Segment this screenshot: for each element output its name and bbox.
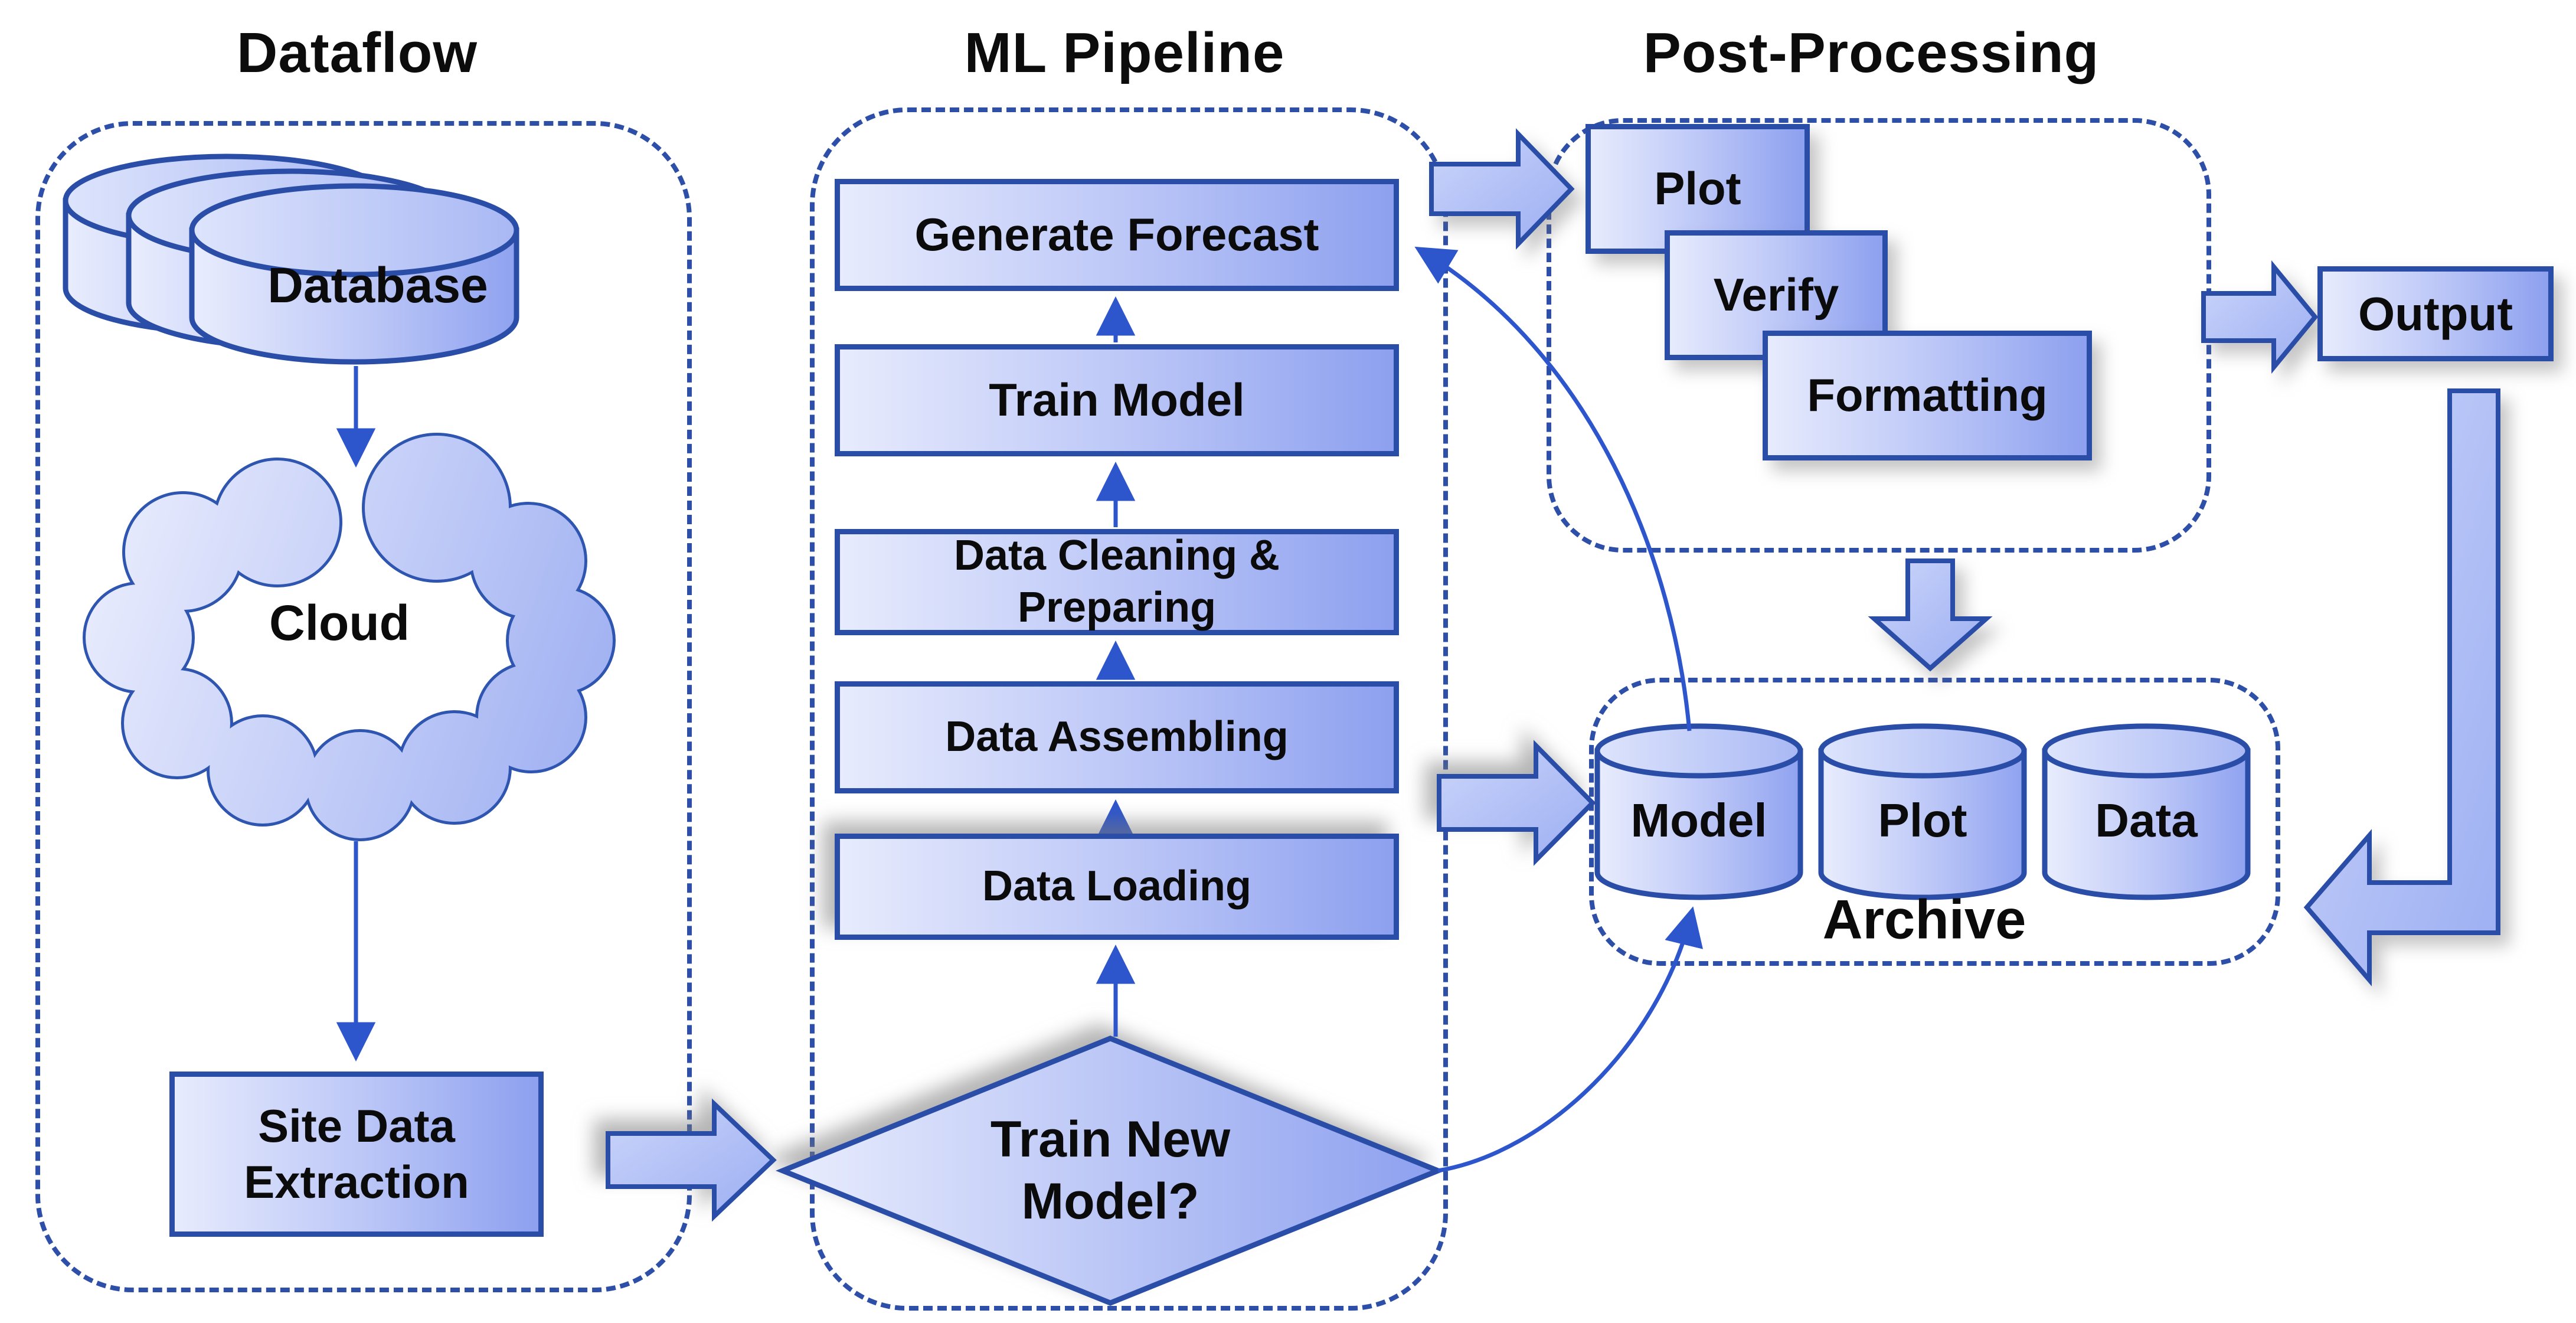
- output-box: Output: [2317, 266, 2554, 361]
- ml-pipeline-title: ML Pipeline: [964, 21, 1285, 84]
- dataflow-boundary: [35, 121, 692, 1292]
- block-arrow-formatting-to-output: [2201, 260, 2319, 374]
- block-arrow-output-to-archive-elbow: [2303, 388, 2500, 986]
- block-arrow-post-to-archive: [1868, 558, 1993, 672]
- archive-plot-cylinder-icon: [1818, 723, 2027, 900]
- data-loading-box: Data Loading: [835, 834, 1399, 940]
- block-arrow-site-to-ml-pipeline: [606, 1098, 777, 1222]
- archive-plot-label: Plot: [1878, 794, 1967, 847]
- archive-boundary: [1589, 678, 2280, 966]
- archive-model-cylinder-icon: [1594, 723, 1803, 900]
- database-cylinder-icon: [63, 153, 519, 365]
- data-cleaning-preparing-box: Data Cleaning & Preparing: [835, 529, 1399, 635]
- dataflow-title: Dataflow: [236, 21, 478, 84]
- archive-model-label: Model: [1630, 794, 1767, 847]
- data-assembling-box: Data Assembling: [835, 681, 1399, 793]
- train-model-box: Train Model: [835, 344, 1399, 456]
- ml-pipeline-boundary: [810, 107, 1448, 1311]
- curve-diamond-to-archive-model: [1437, 906, 1703, 1173]
- formatting-step-box: Formatting: [1763, 331, 2092, 460]
- database-label: Database: [267, 257, 488, 313]
- generate-forecast-box: Generate Forecast: [835, 179, 1399, 291]
- cloud-icon: [83, 433, 616, 841]
- train-new-model-diamond: [775, 1035, 1446, 1306]
- block-arrow-ml-to-post-processing: [1429, 128, 1575, 250]
- archive-data-label: Data: [2095, 794, 2198, 847]
- cloud-label: Cloud: [269, 594, 410, 651]
- post-processing-title: Post-Processing: [1643, 21, 2100, 84]
- curve-archive-model-to-generate-forecast: [1414, 246, 1692, 731]
- block-arrow-ml-to-archive: [1437, 740, 1596, 866]
- train-new-model-label: Train New Model?: [990, 1111, 1231, 1230]
- archive-title: Archive: [1822, 888, 2026, 950]
- archive-data-cylinder-icon: [2042, 723, 2251, 900]
- site-data-extraction-box: Site Data Extraction: [169, 1072, 544, 1237]
